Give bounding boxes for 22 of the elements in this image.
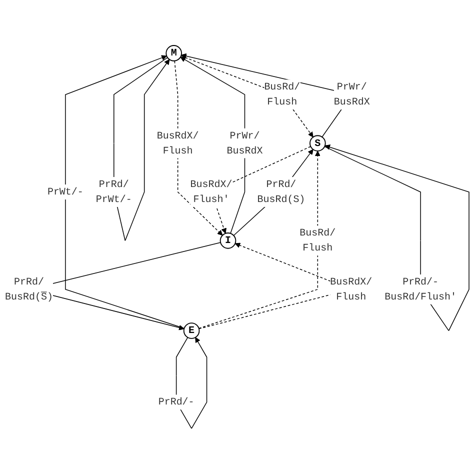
edge-label: PrRd/ PrWt/- xyxy=(96,178,132,206)
node-circle: S xyxy=(310,135,326,152)
edge-label: BusRd/ Flush xyxy=(300,228,336,254)
arrow xyxy=(65,55,185,329)
arrow xyxy=(198,150,320,329)
edge-label: PrRd/ BusRd(S) xyxy=(257,178,306,206)
node-circle: E xyxy=(183,322,200,339)
arrow xyxy=(180,56,246,234)
edge-label: BusRdX/ Flush xyxy=(156,130,199,156)
node-circle: I xyxy=(220,232,236,249)
edge-label: PrRd/- BusRd/Flush' xyxy=(384,276,457,302)
edge-label: BusRdX/ Flush' xyxy=(190,178,232,206)
edge-label: PrRd/- xyxy=(158,396,194,408)
node-circle: M xyxy=(166,45,182,62)
edge-label: PrRd/ BusRd(S̅) xyxy=(4,276,53,302)
arrow xyxy=(233,149,314,236)
arrow xyxy=(180,56,314,138)
edge-label: PrWr/ BusRdX xyxy=(226,130,263,156)
edge-label: BusRd/ Flush xyxy=(264,81,300,108)
edge-label: PrWt/- xyxy=(47,186,84,198)
edge-label: BusRdX/ Flush xyxy=(330,276,372,302)
edge-label: PrWr/ BusRdX xyxy=(334,81,370,108)
